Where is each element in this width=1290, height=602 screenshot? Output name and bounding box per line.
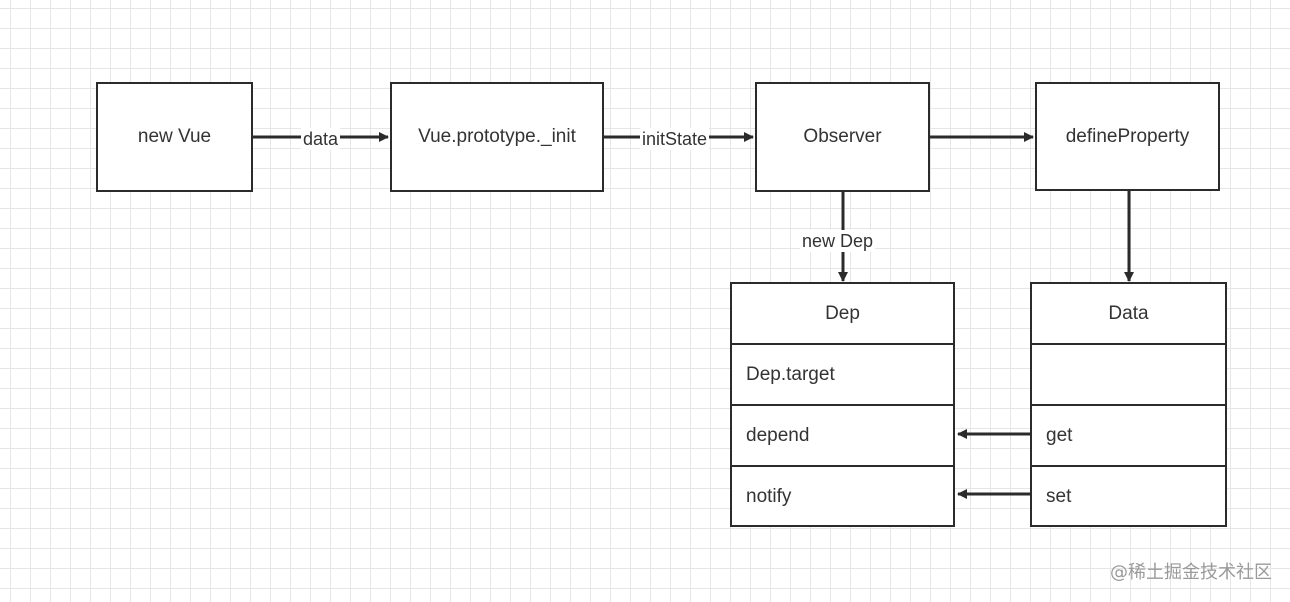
node-vue-init: Vue.prototype._init <box>390 82 604 192</box>
edge-label-init-state: initState <box>640 128 710 150</box>
node-define-property: defineProperty <box>1035 82 1220 191</box>
data-row-set: set <box>1046 485 1072 507</box>
node-vue-init-label: Vue.prototype._init <box>418 126 576 147</box>
data-row-get: get <box>1032 406 1225 467</box>
dep-table: Dep Dep.target depend notify <box>730 282 955 527</box>
edge-label-data: data <box>301 128 341 150</box>
node-observer: Observer <box>755 82 930 192</box>
node-define-property-label: defineProperty <box>1065 125 1190 147</box>
dep-row-target: Dep.target <box>732 345 953 406</box>
watermark: @稀土掘金技术社区 <box>1110 562 1272 583</box>
dep-row-notify: notify <box>746 485 792 507</box>
data-row-empty <box>1032 345 1225 406</box>
data-table: Data get set <box>1030 282 1227 527</box>
dep-row-depend: depend <box>732 406 953 467</box>
node-observer-label: Observer <box>803 126 882 147</box>
data-table-header: Data <box>1032 284 1225 345</box>
edge-label-new-dep: new Dep <box>800 230 876 252</box>
node-new-vue: new Vue <box>96 82 253 192</box>
node-new-vue-label: new Vue <box>137 126 212 147</box>
dep-table-header: Dep <box>732 284 953 345</box>
